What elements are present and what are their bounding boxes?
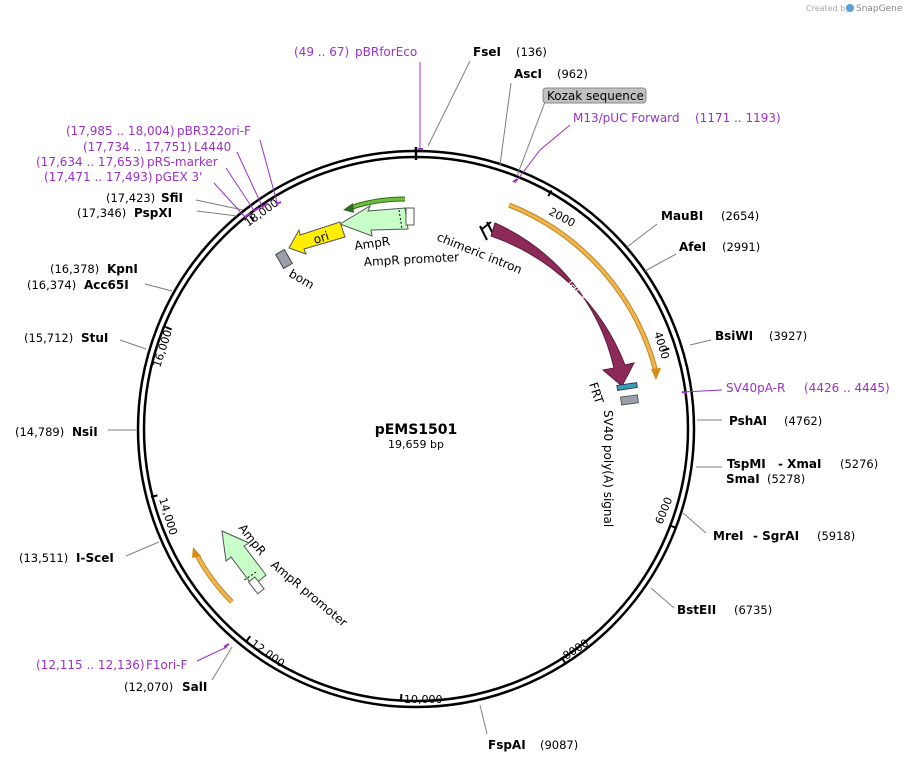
site-name: BsiWI bbox=[715, 329, 753, 343]
site-position: (12,070) bbox=[124, 680, 173, 694]
primer-name: pGEX 3' bbox=[155, 170, 202, 184]
bom-feature: bom bbox=[274, 248, 317, 292]
site-name: - XmaI bbox=[778, 457, 821, 471]
primer-position: (17,734 .. 17,751) bbox=[83, 140, 192, 154]
primer-name: pRS-marker bbox=[147, 155, 218, 169]
site-name: - SgrAI bbox=[753, 529, 799, 543]
credit-created-by: Created by bbox=[806, 4, 850, 13]
primer-labels: (49 .. 67) pBRforEco M13/pUC Forward (11… bbox=[36, 45, 890, 672]
sv40-label: SV40 poly(A) signal bbox=[601, 410, 615, 527]
ori-feature: ori bbox=[288, 221, 346, 255]
tick-labels: 2000 4000 6000 8000 10,000 12,000 14,000… bbox=[150, 196, 675, 706]
primer-name: F1ori-F bbox=[146, 658, 187, 672]
site-name: FspAI bbox=[488, 738, 526, 752]
primer-position: (17,985 .. 18,004) bbox=[66, 124, 175, 138]
primer-name: L4440 bbox=[194, 140, 231, 154]
primer-position: (4426 .. 4445) bbox=[804, 381, 890, 395]
lacz-label: lacZ bbox=[565, 276, 592, 305]
kozak-label: Kozak sequence bbox=[547, 89, 644, 103]
frt-feature: FRT bbox=[586, 381, 638, 407]
snapgene-credit: Created by SnapGene bbox=[806, 4, 903, 14]
primer-name: SV40pA-R bbox=[726, 381, 785, 395]
site-position: (2991) bbox=[722, 240, 760, 254]
site-name: TspMI bbox=[727, 457, 766, 471]
primer-position: (1171 .. 1193) bbox=[695, 111, 781, 125]
ampr-promoter-top-label: AmpR promoter bbox=[363, 250, 459, 269]
ampr-bottom-feature: AmpR AmpR promoter bbox=[221, 521, 350, 630]
site-position: (14,789) bbox=[15, 425, 64, 439]
site-position: (5276) bbox=[840, 457, 878, 471]
primer-name: M13/pUC Forward bbox=[573, 111, 680, 125]
lacz-feature: lacZ bbox=[490, 222, 635, 387]
site-position: (6735) bbox=[734, 603, 772, 617]
site-position: (4762) bbox=[784, 414, 822, 428]
plasmid-length: 19,659 bp bbox=[388, 438, 444, 451]
site-name: I-SceI bbox=[76, 551, 114, 565]
site-position: (962) bbox=[557, 67, 588, 81]
tick-label: 8000 bbox=[561, 636, 592, 662]
site-name: PshAI bbox=[729, 414, 767, 428]
backbone bbox=[136, 147, 696, 709]
ori-label: ori bbox=[312, 229, 331, 247]
primer-position: (49 .. 67) bbox=[294, 45, 349, 59]
chimeric-intron-feature: chimeric intron bbox=[435, 221, 524, 277]
site-name: BstEII bbox=[677, 603, 716, 617]
site-position: (15,712) bbox=[24, 331, 73, 345]
ampr-promoter-bottom-label: AmpR promoter bbox=[268, 558, 350, 630]
site-position: (17,423) bbox=[106, 191, 155, 205]
green-primer-arrow-top bbox=[343, 196, 406, 213]
site-name: NsiI bbox=[72, 425, 98, 439]
site-name: SalI bbox=[182, 680, 207, 694]
snapgene-logo-icon bbox=[846, 4, 854, 12]
ampr-top-feature: AmpR AmpR promoter bbox=[338, 204, 459, 269]
site-labels: FseI (136) AscI (962) MauBI (2654) AfeI … bbox=[15, 45, 878, 752]
site-position: (16,374) bbox=[27, 278, 76, 292]
site-position: (13,511) bbox=[19, 551, 68, 565]
kozak-sequence-feature: Kozak sequence bbox=[516, 87, 647, 177]
primer-position: (12,115 .. 12,136) bbox=[36, 658, 145, 672]
site-position: (17,346) bbox=[77, 206, 126, 220]
primer-position: (17,471 .. 17,493) bbox=[44, 170, 153, 184]
sv40-polya-feature: SV40 poly(A) signal bbox=[601, 394, 639, 527]
site-position: (5278) bbox=[767, 472, 805, 486]
bom-label: bom bbox=[287, 266, 317, 291]
primer-position: (17,634 .. 17,653) bbox=[36, 155, 145, 169]
site-name: FseI bbox=[473, 45, 501, 59]
plasmid-name: pEMS1501 bbox=[375, 422, 458, 438]
site-name: AscI bbox=[514, 67, 542, 81]
site-position: (9087) bbox=[540, 738, 578, 752]
primer-name: pBR322ori-F bbox=[177, 124, 251, 138]
site-position: (5918) bbox=[817, 529, 855, 543]
site-name: MreI bbox=[713, 529, 743, 543]
site-name: SmaI bbox=[726, 472, 760, 486]
site-position: (16,378) bbox=[50, 262, 99, 276]
primer-leaders bbox=[196, 62, 723, 662]
site-position: (136) bbox=[516, 45, 547, 59]
site-name: Acc65I bbox=[84, 278, 129, 292]
site-name: AfeI bbox=[679, 240, 706, 254]
orf-arrow-right bbox=[508, 202, 661, 380]
frt-label: FRT bbox=[586, 381, 606, 407]
site-name: KpnI bbox=[107, 262, 138, 276]
ampr-top-label: AmpR bbox=[353, 234, 390, 253]
site-name: MauBI bbox=[661, 209, 703, 223]
ticks bbox=[150, 189, 677, 701]
site-leaders bbox=[108, 60, 722, 735]
credit-app: SnapGene bbox=[856, 4, 903, 14]
orf-arrow-left bbox=[192, 547, 234, 604]
site-name: StuI bbox=[81, 331, 108, 345]
primer-name: pBRforEco bbox=[355, 45, 417, 59]
site-position: (3927) bbox=[769, 329, 807, 343]
tick-label: 4000 bbox=[651, 330, 672, 361]
site-position: (2654) bbox=[721, 209, 759, 223]
site-name: SfiI bbox=[161, 191, 183, 205]
tick-label: 10,000 bbox=[404, 693, 443, 706]
site-name: PspXI bbox=[134, 206, 172, 220]
